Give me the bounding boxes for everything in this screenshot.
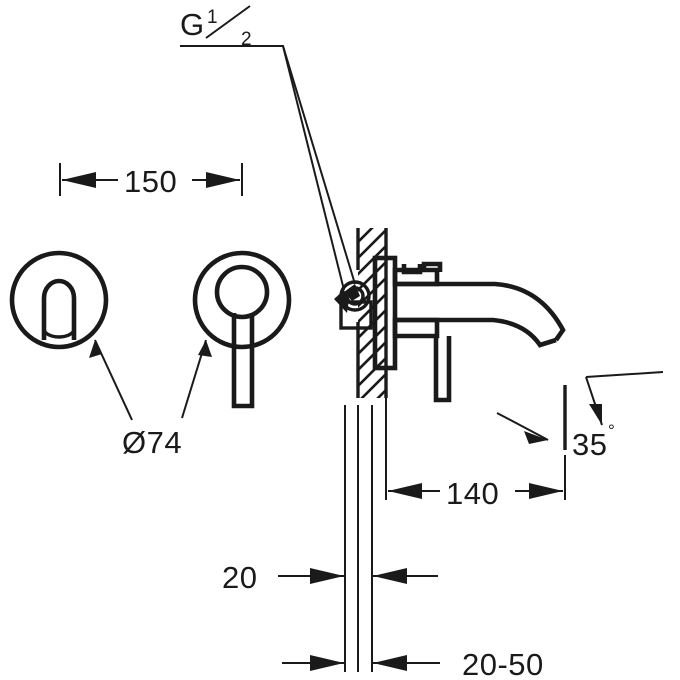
thread-leader-line-1 [180, 45, 356, 285]
right-escutcheon-circle-inner [214, 264, 270, 320]
valve-neck-lower [392, 317, 440, 339]
projection-arrow-left [388, 483, 422, 499]
valve-drop-tube [433, 336, 452, 403]
projection-dimension-label: 140 [446, 476, 499, 511]
valve-cap-right [421, 261, 443, 272]
thread-fraction-denominator: 2 [241, 29, 252, 50]
inlet-connection [339, 280, 373, 330]
inlet-connection-circle-outer [339, 280, 371, 312]
wall-offset-dimension-group: 20 [222, 560, 438, 595]
spout-inner-curve [455, 317, 557, 348]
inlet-connection-circle-inner [345, 286, 365, 306]
right-escutcheon-circle-outer [192, 250, 292, 350]
angle-leader-line-right [585, 371, 664, 378]
left-lever-tip [42, 328, 76, 339]
thread-callout-group: G 1 2 [180, 5, 360, 313]
thread-fraction-numerator: 1 [207, 7, 218, 28]
thread-leader-line-2 [282, 45, 345, 291]
wall-depth-arrow-left [310, 655, 344, 671]
wall-offset-arrow-left [310, 568, 344, 584]
spacing-arrow-right [206, 172, 240, 188]
spacing-dimension-group: 150 [59, 163, 243, 199]
diameter-leader-arrow-right [198, 340, 212, 357]
valve-cap-left [401, 264, 423, 275]
left-escutcheon-circle [9, 250, 109, 350]
thread-label-g: G [180, 7, 205, 42]
inlet-fitting-body [339, 300, 373, 330]
wall-depth-dimension-label: 20-50 [462, 647, 544, 680]
wall-offset-dimension-label: 20 [222, 560, 257, 595]
angle-degree-symbol: ° [608, 421, 615, 440]
wall-depth-dimension-group: 20-50 [282, 647, 544, 680]
angle-dimension-label: 35 [572, 427, 607, 462]
right-escutcheon-plate [192, 250, 292, 409]
angle-leader-curve-left [496, 412, 549, 441]
diameter-dimension-label: Ø74 [122, 425, 182, 460]
angle-arrow-left [524, 431, 548, 444]
left-escutcheon-plate [9, 250, 109, 350]
wall-depth-arrow-right [373, 655, 407, 671]
angle-arrow-right [589, 404, 602, 425]
spout-outer-curve [455, 281, 566, 342]
left-lever-handle [41, 278, 77, 340]
diameter-callout-group: Ø74 [89, 339, 212, 460]
spacing-dimension-label: 150 [124, 164, 177, 199]
projection-arrow-right [529, 483, 563, 499]
spacing-arrow-left [62, 172, 96, 188]
wall-offset-arrow-right [373, 568, 407, 584]
right-lever-handle [231, 313, 255, 409]
spout [455, 281, 566, 348]
diameter-leader-arrow-left [89, 340, 102, 358]
angle-callout-group: 35 ° [496, 371, 664, 462]
wall-section-extension-lines [344, 405, 373, 672]
fraction-bar [205, 5, 251, 39]
projection-dimension-group: 140 [385, 398, 566, 511]
wall-flange-plate [372, 255, 398, 371]
valve-body [372, 255, 455, 403]
